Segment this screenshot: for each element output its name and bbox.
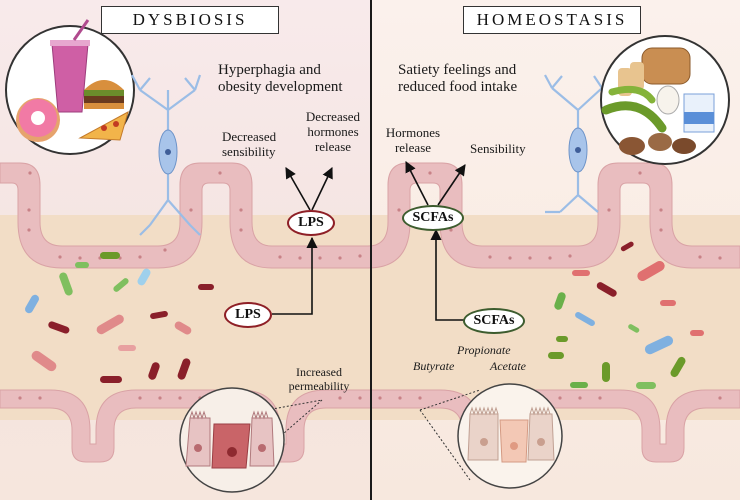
epithelial-cells-icon-right [419, 383, 563, 489]
beans-icon [601, 85, 667, 133]
burger-icon [84, 80, 124, 109]
right-effect-sensibility: Sensibility [470, 141, 526, 156]
right-headline-line2: reduced food intake [398, 79, 518, 96]
bacteria-icon-right [548, 241, 704, 389]
dysbiosis-title: DYSBIOSIS [101, 6, 279, 34]
acetate-label: Acetate [490, 359, 526, 373]
left-effect-sensibility: Decreased sensibility [222, 129, 277, 159]
right-headline-line1: Satiety feelings and [398, 62, 517, 78]
right-effect-hormones: Hormones release [385, 125, 441, 155]
nuts-icon [619, 133, 696, 155]
arrows-left [272, 166, 333, 315]
butyrate-label: Butyrate [413, 359, 455, 373]
scfa-badge-lower: SCFAs [463, 308, 525, 334]
bacteria-icon [25, 252, 214, 383]
upper-mucosa-fill [0, 162, 740, 269]
right-headline: Satiety feelings and reduced food intake [398, 62, 517, 97]
donut-icon [16, 98, 60, 142]
epithelial-cells-icon [179, 387, 323, 493]
healthy-food-plate [600, 35, 730, 165]
left-headline-line2: obesity development [218, 79, 343, 96]
lps-badge-lower: LPS [224, 302, 272, 328]
junk-food-plate [5, 19, 135, 155]
lps-badge-upper: LPS [287, 210, 335, 236]
egg-icon [656, 85, 680, 115]
milkshake-icon [50, 19, 90, 113]
scfa-badge-upper: SCFAs [402, 205, 464, 231]
left-effect-hormones: Decreased hormones release [305, 109, 361, 154]
left-permeability: Increased permeability [288, 365, 350, 393]
propionate-label: Propionate [457, 343, 511, 357]
arrows-right [405, 161, 466, 321]
left-headline-line1: Hyperphagia and [218, 62, 321, 78]
pizza-icon [78, 110, 129, 141]
mucosa-dots [27, 171, 722, 260]
homeostasis-title: HOMEOSTASIS [463, 6, 641, 34]
left-headline: Hyperphagia and obesity development [218, 62, 343, 97]
milk-icon [683, 93, 715, 133]
